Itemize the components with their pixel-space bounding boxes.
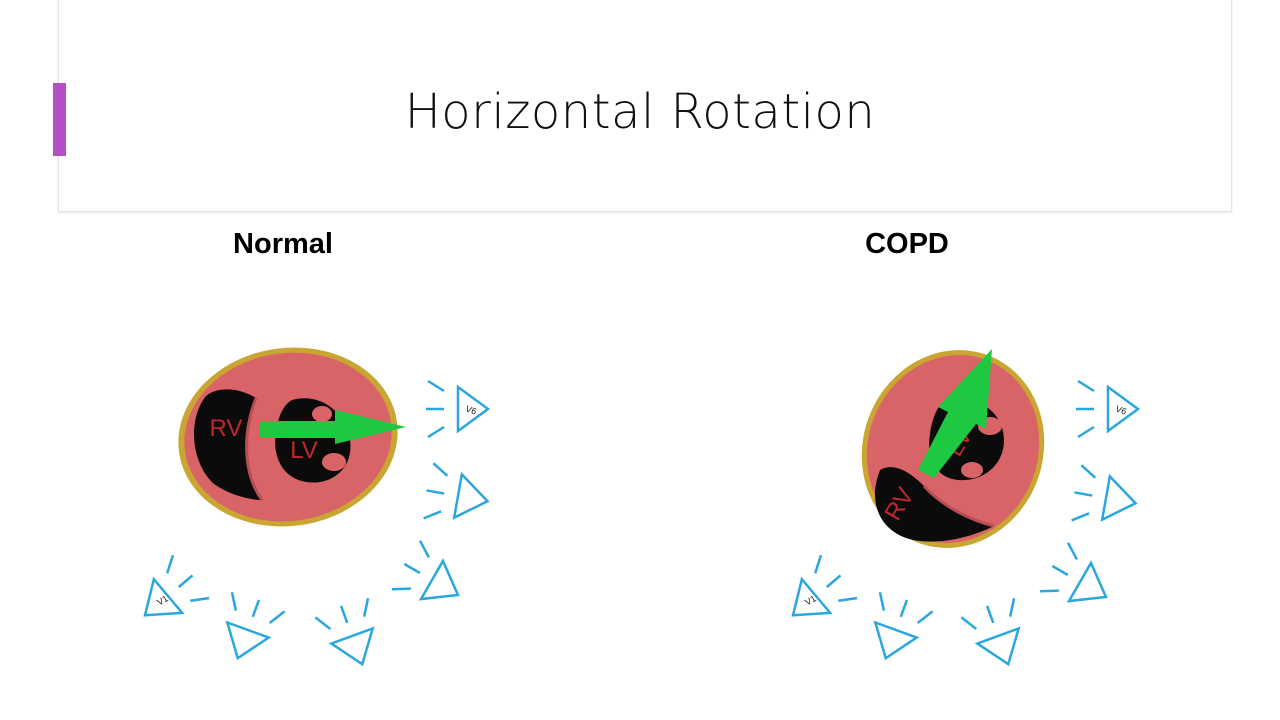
electrode-icon (773, 552, 860, 638)
vector-arrow-normal (259, 410, 406, 444)
lead-v6-label-normal: V6 (464, 404, 478, 417)
rv-label-normal: RV (210, 415, 243, 442)
vector-arrow-copd (918, 349, 992, 478)
title-box (58, 0, 1232, 212)
electrode-icon (420, 461, 494, 531)
electrode-icon (1037, 540, 1122, 623)
panel-label-normal: Normal (233, 228, 333, 260)
accent-bar (53, 83, 66, 156)
electrode-icon (858, 589, 935, 670)
electrode-icon (210, 589, 287, 670)
lv-label-normal: LV (290, 437, 318, 464)
panel-label-copd: COPD (865, 228, 949, 260)
electrode-icon (125, 552, 212, 638)
slide-title: Horizontal Rotation (404, 84, 876, 140)
electrode-icon (389, 538, 474, 621)
electrode-icon (1074, 379, 1140, 439)
electrode-icon (1068, 463, 1142, 533)
lead-v1-label-copd: V1 (803, 593, 818, 607)
lead-v1-label-normal: V1 (155, 593, 170, 607)
electrode-icon (313, 595, 390, 676)
lead-v6-label-copd: V6 (1114, 404, 1128, 417)
electrode-icon (959, 595, 1036, 676)
electrode-icon (424, 379, 490, 439)
